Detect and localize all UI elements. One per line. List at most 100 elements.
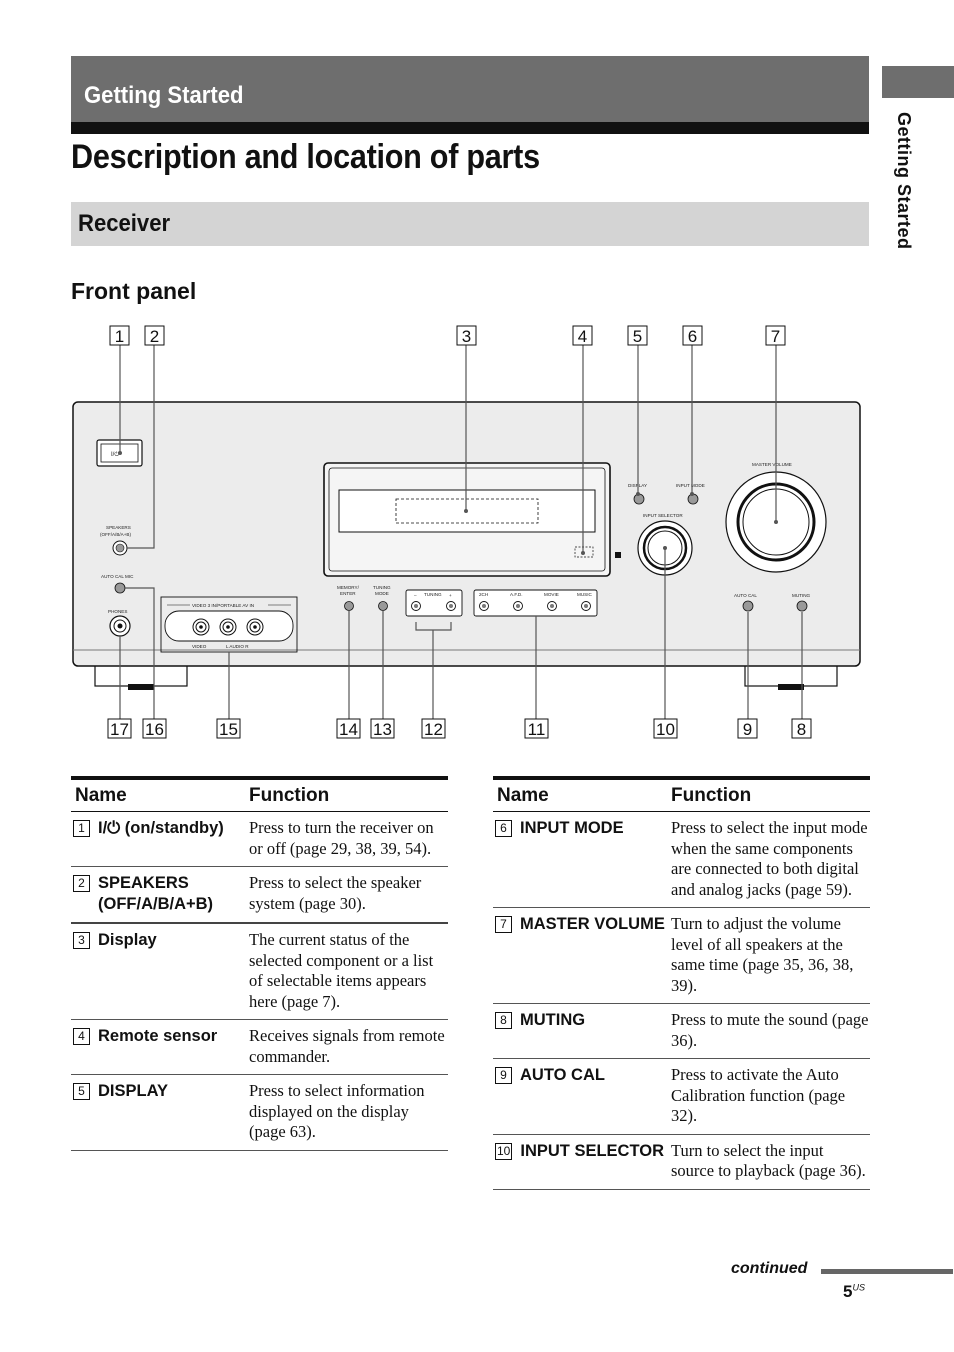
callout-3: 3 xyxy=(456,325,477,346)
right-foot-pad xyxy=(778,684,804,690)
item-number-badge: 1 xyxy=(73,820,90,837)
muting-button xyxy=(796,600,808,612)
phones-label: PHONES xyxy=(108,609,127,614)
item-name: Display xyxy=(98,931,157,949)
tuning-label: TUNING xyxy=(424,592,442,597)
page-title: Description and location of parts xyxy=(71,138,540,176)
muting-button-label: MUTING xyxy=(792,593,811,598)
subsection-band: Receiver xyxy=(71,202,869,246)
audio-jack-label: L AUDIO R xyxy=(226,644,249,649)
item-name: INPUT SELECTOR xyxy=(520,1141,664,1160)
callout-dots xyxy=(118,451,778,555)
svg-text:7: 7 xyxy=(771,327,780,346)
callout-11: 11 xyxy=(524,718,549,739)
svg-text:2: 2 xyxy=(150,327,159,346)
item-number-badge: 5 xyxy=(73,1083,90,1100)
item-number-badge: 10 xyxy=(495,1142,513,1160)
tuning-mode-button xyxy=(378,601,388,611)
item-name: SPEAKERS (OFF/A/B/A+B) xyxy=(98,874,214,913)
auto-cal-mic-jack xyxy=(114,582,126,594)
input-selector-knob xyxy=(642,525,688,571)
audio-l-jack xyxy=(219,618,237,636)
display-button xyxy=(633,493,645,505)
tuning-mode-label-2: MODE xyxy=(375,591,389,596)
speakers-label: SPEAKERS xyxy=(106,525,131,530)
svg-text:16: 16 xyxy=(145,720,164,739)
item-function: Receives signals from remote commander. xyxy=(249,1026,445,1066)
svg-text:9: 9 xyxy=(743,720,752,739)
item-number-badge: 3 xyxy=(73,932,90,949)
video-jack xyxy=(192,618,210,636)
page-number-suffix: US xyxy=(852,1282,865,1293)
callout-9: 9 xyxy=(737,718,758,739)
svg-text:11: 11 xyxy=(528,720,546,739)
enter-label: ENTER xyxy=(340,591,356,596)
master-volume-bezel xyxy=(725,471,827,573)
speakers-sublabel: (OFF/A/B/A+B) xyxy=(100,532,131,537)
item-function: Press to select the input mode when the … xyxy=(671,818,868,899)
logo-mark xyxy=(615,552,621,558)
section-title: Getting Started xyxy=(84,82,244,109)
section-header-band: Getting Started xyxy=(71,56,869,122)
twoch-label: 2CH xyxy=(479,592,488,597)
callout-10: 10 xyxy=(653,718,678,739)
afd-button xyxy=(513,601,523,611)
front-panel-heading: Front panel xyxy=(71,278,197,304)
input-selector-label: INPUT SELECTOR xyxy=(643,513,683,518)
svg-text:8: 8 xyxy=(797,720,806,739)
tuning-panel xyxy=(405,589,463,617)
item-number-badge: 2 xyxy=(73,875,90,892)
phones-jack xyxy=(109,615,131,637)
sound-field-panel xyxy=(473,589,598,617)
page-number: 5US xyxy=(843,1282,865,1302)
input-selector-bezel xyxy=(637,520,693,576)
svg-text:17: 17 xyxy=(110,720,129,739)
input-mode-button xyxy=(687,493,699,505)
item-number-badge: 7 xyxy=(495,916,512,933)
video3-panel-frame xyxy=(160,596,298,653)
name-column-header: Name xyxy=(497,784,549,806)
right-foot xyxy=(744,663,838,687)
tuning-plus-label: + xyxy=(449,593,452,598)
item-function: Press to activate the Auto Calibration f… xyxy=(671,1065,846,1125)
memory-label: MEMORY/ xyxy=(337,585,360,590)
power-button-label: I/⏻ xyxy=(111,451,119,458)
svg-text:14: 14 xyxy=(339,720,358,739)
svg-text:13: 13 xyxy=(373,720,392,739)
display-screen xyxy=(338,489,596,533)
table-header-row: Name Function xyxy=(493,780,870,812)
callout-14: 14 xyxy=(336,718,361,739)
phones-jack-ring xyxy=(113,619,127,633)
svg-text:12: 12 xyxy=(424,720,443,739)
receiver-body xyxy=(72,401,861,667)
svg-text:5: 5 xyxy=(633,327,642,346)
callout-13: 13 xyxy=(370,718,395,739)
movie-label: MOVIE xyxy=(544,592,559,597)
callout-4: 4 xyxy=(572,325,593,346)
speakers-knob-inner xyxy=(115,543,125,553)
side-tab-label: Getting Started xyxy=(894,112,914,250)
video-jack-label: VIDEO xyxy=(192,644,207,649)
callout-2: 2 xyxy=(144,325,165,346)
continued-label: continued xyxy=(731,1260,808,1277)
function-column-header: Function xyxy=(671,784,752,806)
title-rule xyxy=(71,122,869,134)
function-column-header: Function xyxy=(249,784,330,806)
master-volume-knob xyxy=(736,482,816,562)
display-button-label: DISPLAY xyxy=(628,483,647,488)
input-selector-knob-face xyxy=(647,530,683,566)
subsection-title: Receiver xyxy=(78,210,171,237)
callout-12: 12 xyxy=(421,718,446,739)
svg-text:6: 6 xyxy=(688,327,697,346)
power-button xyxy=(100,443,139,463)
item-name: AUTO CAL xyxy=(520,1066,605,1084)
item-function: Press to turn the receiver on or off (pa… xyxy=(249,818,434,858)
